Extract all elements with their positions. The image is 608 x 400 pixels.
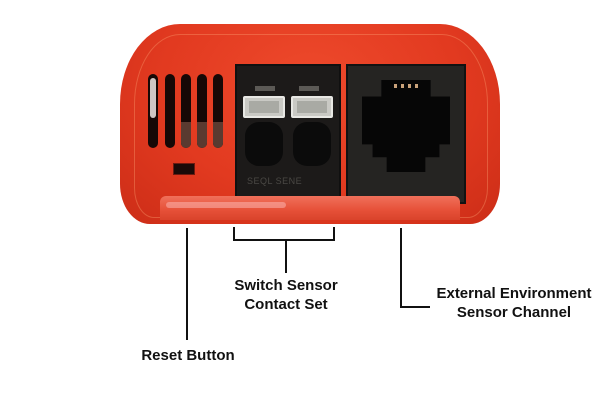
device-bottom-lip bbox=[160, 196, 460, 220]
rj-pin bbox=[408, 84, 411, 88]
rj-socket bbox=[362, 80, 450, 172]
switch-sensor-label-line1: Switch Sensor bbox=[234, 277, 338, 294]
wire-entry-hole bbox=[293, 122, 331, 166]
vent-slot bbox=[181, 74, 191, 148]
reset-button[interactable] bbox=[173, 163, 195, 175]
sensor-device: SEQL SENE bbox=[120, 24, 500, 224]
terminal-marking: SEQL SENE bbox=[247, 176, 303, 186]
rj-pin bbox=[415, 84, 418, 88]
external-sensor-label-line2: Sensor Channel bbox=[456, 304, 572, 321]
rj-pin bbox=[394, 84, 397, 88]
reset-leader-line bbox=[186, 228, 188, 340]
switch-sensor-label: Switch Sensor Contact Set bbox=[206, 276, 366, 314]
wire-entry-hole bbox=[245, 122, 283, 166]
vent-slot bbox=[213, 74, 223, 148]
external-leader-line bbox=[400, 228, 402, 308]
vent-slot bbox=[197, 74, 207, 148]
switch-bracket-left bbox=[233, 227, 235, 241]
reset-button-label: Reset Button bbox=[141, 347, 235, 364]
vent-slot bbox=[165, 74, 175, 148]
switch-bracket-bar bbox=[233, 239, 335, 241]
switch-sensor-label-line2: Contact Set bbox=[244, 296, 328, 313]
terminal-tab bbox=[299, 86, 319, 91]
terminal-tab bbox=[255, 86, 275, 91]
external-sensor-label: External Environment Sensor Channel bbox=[424, 284, 604, 322]
external-sensor-port[interactable] bbox=[346, 64, 466, 204]
terminal-release-lever[interactable] bbox=[291, 96, 333, 118]
switch-leader-line bbox=[285, 239, 287, 273]
terminal-release-lever[interactable] bbox=[243, 96, 285, 118]
external-leader-elbow bbox=[400, 306, 430, 308]
switch-sensor-terminal-block: SEQL SENE bbox=[235, 64, 341, 204]
device-housing: SEQL SENE bbox=[120, 24, 500, 224]
vent-slot bbox=[148, 74, 158, 148]
rj-pin bbox=[401, 84, 404, 88]
external-sensor-label-line1: External Environment bbox=[436, 285, 592, 302]
switch-bracket-right bbox=[333, 227, 335, 241]
